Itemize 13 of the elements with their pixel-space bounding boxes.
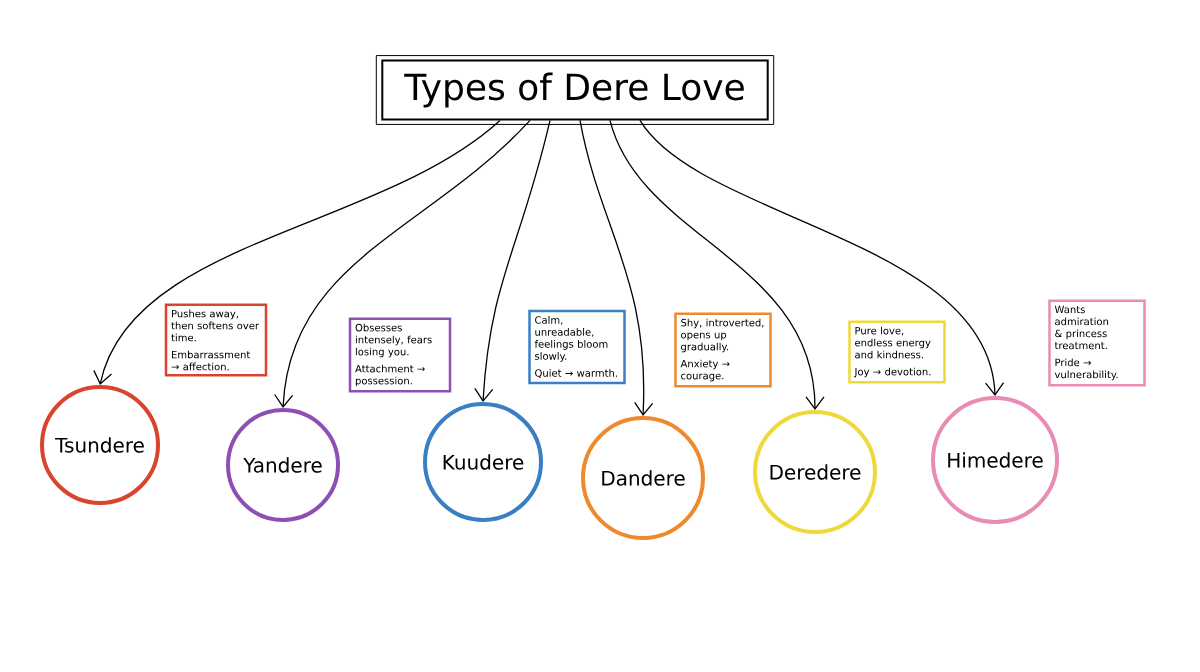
arrow: [474, 119, 551, 402]
note-box: Wants admiration & princess treatment. Pride → vulnerability.: [1048, 299, 1146, 387]
title-box: Types of Dere Love: [375, 55, 775, 125]
arrow: [274, 119, 531, 408]
note-box: Shy, introverted, opens up gradually. Anxiety → courage.: [674, 312, 772, 388]
note-box: Calm, unreadable, feelings bloom slowly. Quiet → warmth.: [528, 309, 626, 385]
note-box: Pure love, endless energy and kindness. Joy → devotion.: [848, 320, 946, 384]
arrow: [579, 119, 654, 416]
note-box: Obsesses intensely, fears losing you. Attachment → possession.: [348, 317, 452, 393]
arrow: [609, 119, 825, 410]
arrow: [93, 119, 501, 385]
note-box: Pushes away, then softens over time. Embarrassment → affection.: [164, 303, 268, 377]
arrow: [639, 119, 1005, 396]
